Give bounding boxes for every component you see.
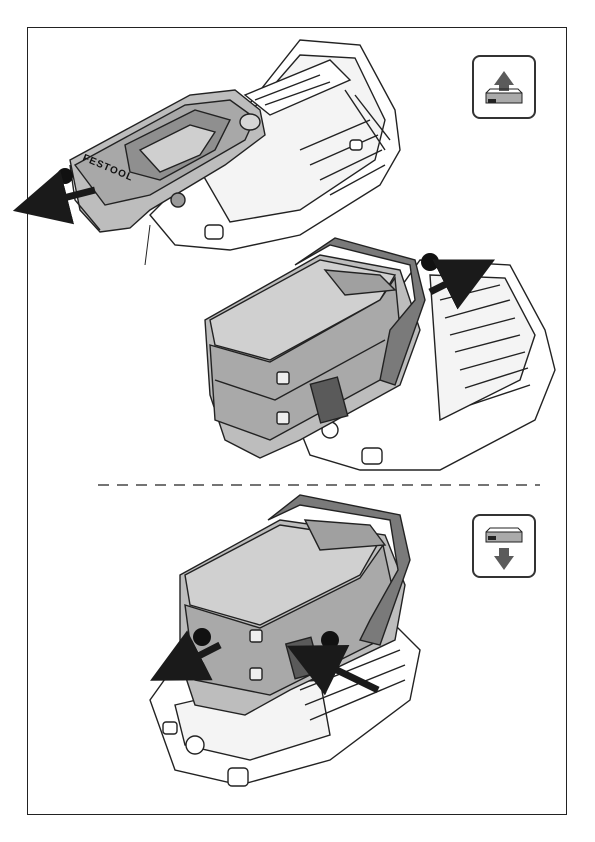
badge-remove xyxy=(472,55,536,119)
leader-line xyxy=(145,225,150,265)
badge-release xyxy=(472,514,536,578)
battery-up-arrow-icon xyxy=(474,57,534,117)
step-dot-3 xyxy=(193,628,211,646)
step-dot-4 xyxy=(321,631,339,649)
step-dot-1 xyxy=(57,168,73,184)
step-dot-2 xyxy=(421,253,439,271)
battery-down-arrow-icon xyxy=(474,516,534,576)
